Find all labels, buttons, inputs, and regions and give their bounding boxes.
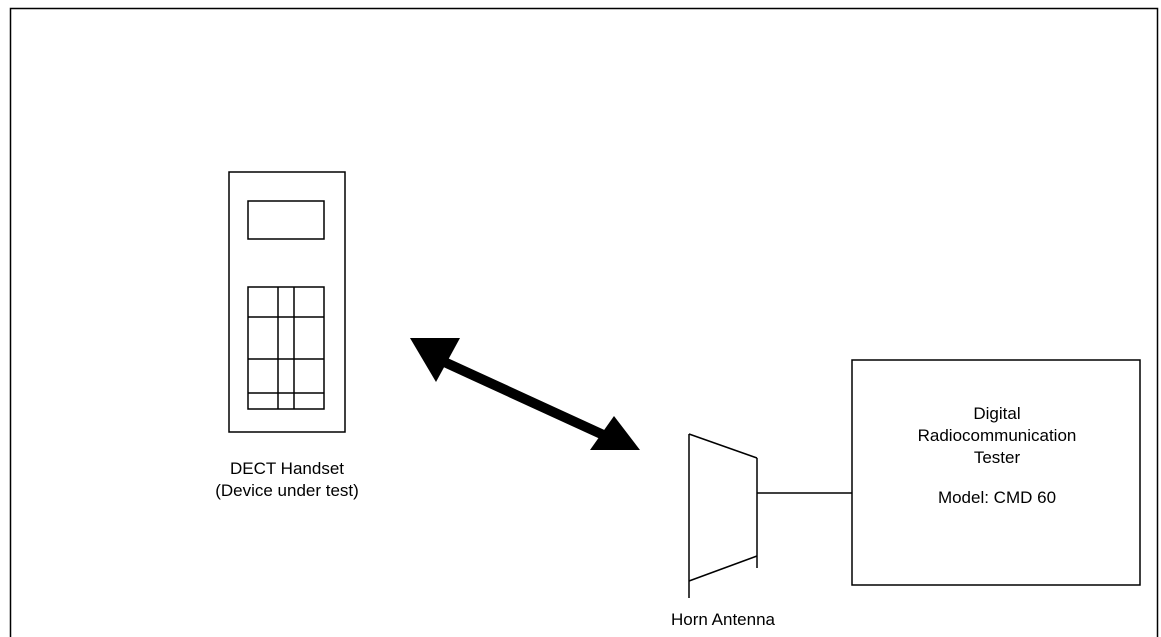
handset-display (247, 200, 325, 240)
tester-label-line2: Radiocommunication (917, 426, 1077, 445)
tester-label-line3: Tester (973, 448, 1021, 467)
tester-box (851, 359, 1141, 586)
handset-body (228, 171, 346, 433)
horn-antenna (688, 433, 758, 598)
handset-label: DECT Handset (Device under test) (187, 458, 387, 502)
handset-label-line2: (Device under test) (215, 481, 359, 500)
handset-label-line1: DECT Handset (229, 459, 344, 478)
tester-label-line1: Digital (973, 404, 1021, 423)
tester-label-line4: Model: CMD 60 (937, 488, 1057, 507)
tester-label: Digital Radiocommunication Tester Model:… (872, 403, 1122, 509)
arrowhead-left (410, 338, 460, 382)
handset-keypad (247, 286, 325, 410)
bidirectional-arrow (410, 338, 640, 450)
diagram-frame (9, 7, 1159, 637)
dect-handset (228, 171, 346, 433)
antenna-label: Horn Antenna (671, 610, 775, 629)
arrowhead-right (590, 416, 640, 450)
